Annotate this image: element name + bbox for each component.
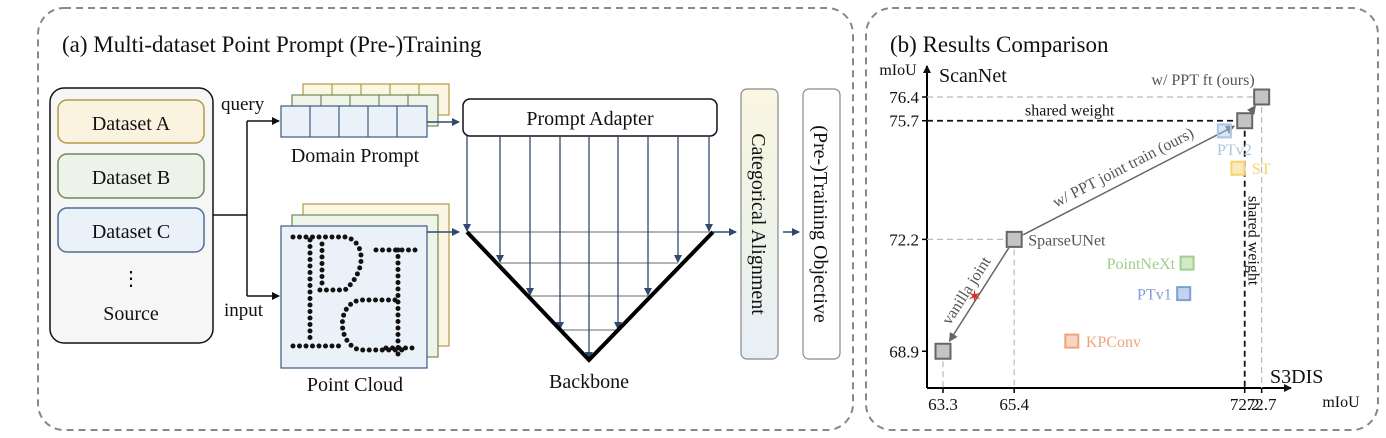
dataset-a-box <box>57 99 205 144</box>
x-tick-label: 65.4 <box>999 395 1029 414</box>
panel-b: (b) Results Comparison mIoU ScanNet mIoU… <box>865 7 1379 431</box>
prompt-adapter-box <box>462 98 718 137</box>
point-cloud-stack <box>280 203 450 369</box>
y-tick-label: 72.2 <box>889 230 919 249</box>
dataset-b-box <box>57 153 205 199</box>
point-cloud-label: Point Cloud <box>307 374 403 396</box>
vanilla-joint-label: vanilla joint <box>939 253 995 327</box>
source-label: Source <box>103 303 159 325</box>
point-cloud-dots <box>290 234 421 358</box>
dataset-b-label: Dataset B <box>92 167 170 189</box>
ellipsis: ⋮ <box>121 268 141 290</box>
panel-a-title: (a) Multi-dataset Point Prompt (Pre-)Tra… <box>62 32 482 57</box>
y-axis-name: ScanNet <box>939 65 1007 87</box>
point-st <box>1230 160 1246 176</box>
x-axis-unit: mIoU <box>1322 394 1360 411</box>
ppt-joint-train-label: w/ PPT joint train (ours) <box>1050 125 1197 212</box>
training-objective-box <box>802 88 841 360</box>
point-ptv2 <box>1216 123 1232 139</box>
point-label: w/ PPT ft (ours) <box>1151 72 1254 89</box>
panel-a-border <box>37 7 854 431</box>
dataset-a-label: Dataset A <box>92 113 171 135</box>
ppt-ft-arrow <box>1246 105 1256 116</box>
point-label: ST <box>1252 161 1271 178</box>
backbone-label: Backbone <box>549 371 629 393</box>
shared-weight-vertical-label: shared weight <box>1245 196 1262 286</box>
prompt-adapter-label: Prompt Adapter <box>526 108 654 130</box>
ppt-joint-train-arrow <box>1022 125 1235 236</box>
y-tick-label: 76.4 <box>889 88 919 107</box>
y-tick-label: 75.7 <box>889 112 919 131</box>
point-label: SparseUNet <box>1028 232 1106 249</box>
point-vanilla-joint-result <box>934 342 952 360</box>
x-tick-label: 63.3 <box>928 395 958 414</box>
point-pointnext <box>1179 255 1195 271</box>
input-arrows <box>427 118 460 236</box>
categorical-alignment-box <box>740 88 779 360</box>
query-label: query <box>221 94 265 115</box>
backbone <box>463 136 715 363</box>
point-label: PTv2 <box>1217 142 1252 159</box>
point-ppt-ft <box>1253 88 1271 106</box>
results-chart: mIoU ScanNet mIoU S3DIS 76.4 75.7 72.2 68.9… <box>879 62 1360 414</box>
point-label: KPConv <box>1086 334 1141 351</box>
point-ptv1 <box>1176 286 1192 302</box>
source-box: Dataset A Dataset B Dataset C ⋮ Source <box>49 87 214 344</box>
input-label: input <box>224 300 264 321</box>
vanilla-joint-arrow <box>948 247 1010 342</box>
training-objective-label: (Pre-)Training Objective <box>809 125 831 323</box>
panel-b-title: (b) Results Comparison <box>890 32 1109 57</box>
point-sparseunet <box>1005 230 1023 248</box>
domain-prompt-label: Domain Prompt <box>291 145 420 167</box>
point-kpconv <box>1064 333 1080 349</box>
failure-star-icon: ✶ <box>967 286 982 306</box>
panel-b-border <box>865 7 1379 431</box>
point-label: PTv1 <box>1137 287 1172 304</box>
source-arrows <box>213 117 280 300</box>
x-axis-name: S3DIS <box>1270 366 1323 388</box>
point-ppt-joint-train <box>1236 112 1254 130</box>
y-axis-unit: mIoU <box>879 62 917 79</box>
x-tick-label: 72.7 <box>1247 395 1277 414</box>
panel-a: (a) Multi-dataset Point Prompt (Pre-)Tra… <box>37 7 854 431</box>
shared-weight-horizontal-label: shared weight <box>1025 103 1115 120</box>
x-tick-label: 72.2 <box>1230 395 1260 414</box>
dataset-c-box <box>57 207 205 253</box>
y-tick-label: 68.9 <box>889 342 919 361</box>
point-label: PointNeXt <box>1107 256 1176 273</box>
categorical-alignment-label: Categorical Alignment <box>747 133 769 315</box>
dataset-c-label: Dataset C <box>92 221 170 243</box>
domain-prompt-stack <box>280 83 450 138</box>
